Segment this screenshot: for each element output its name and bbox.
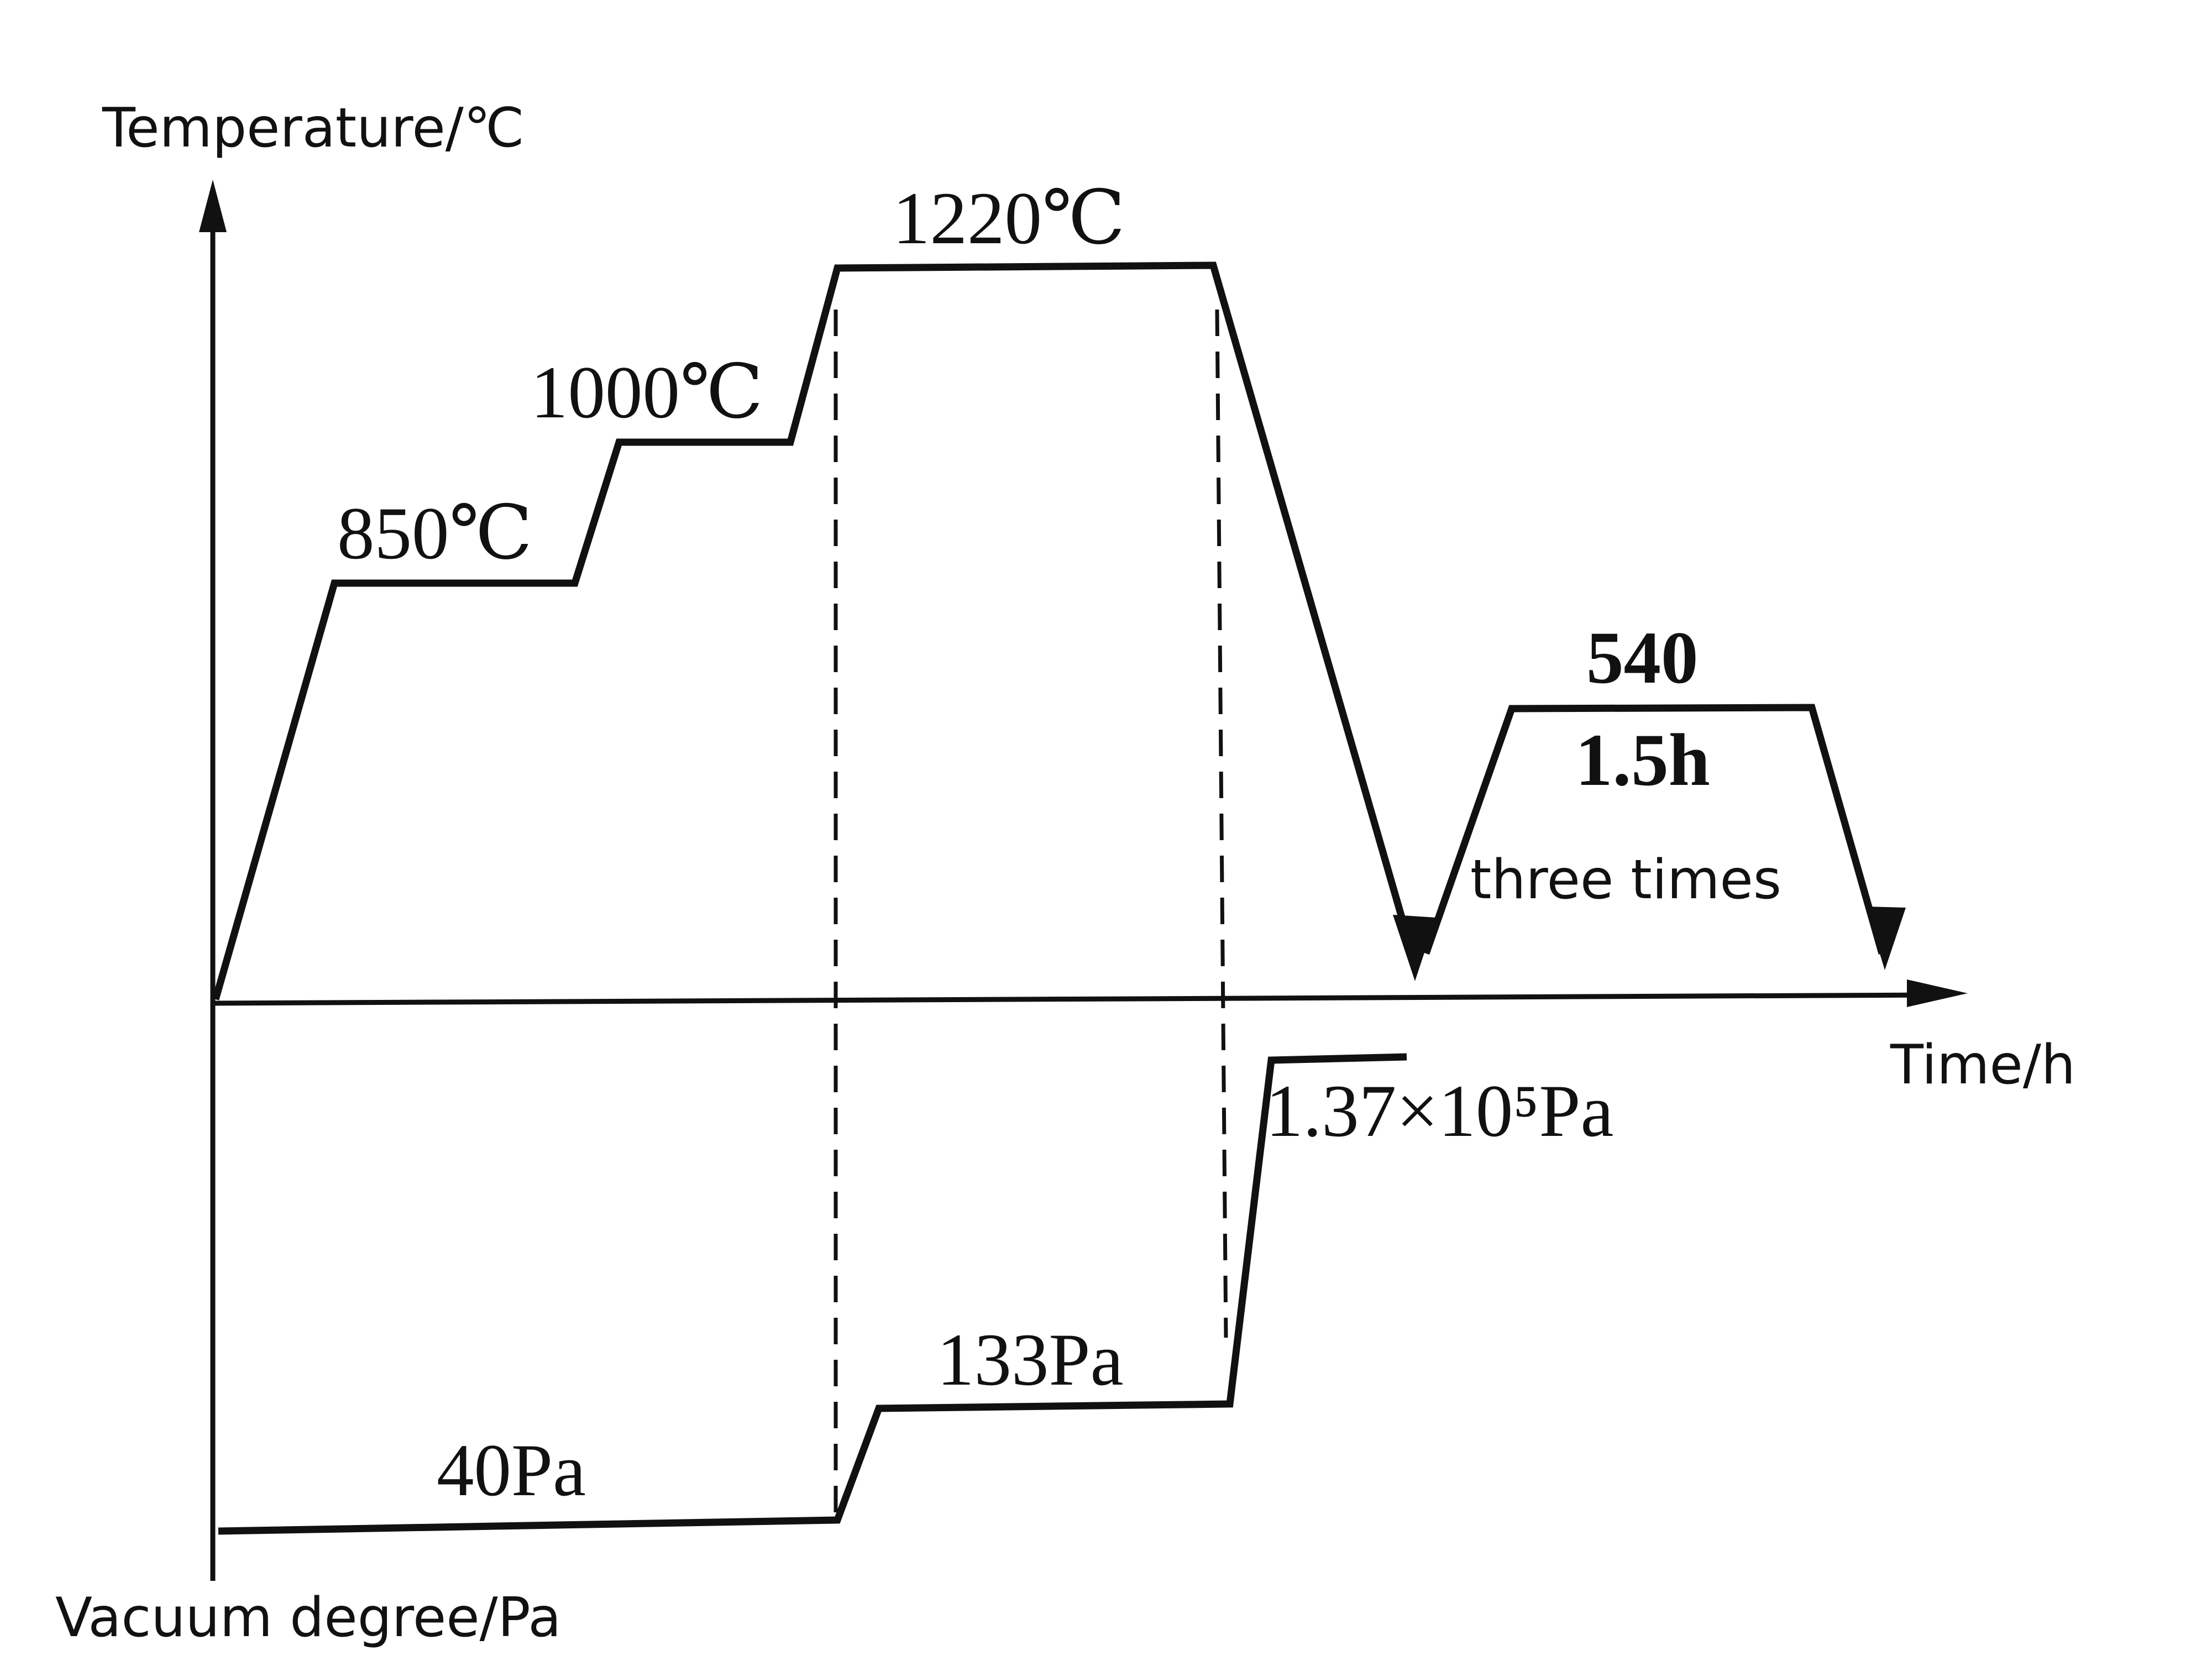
quench-start-guide	[1215, 309, 1228, 1338]
time-axis-arrow-icon	[1907, 979, 1968, 1007]
label-1000c: 1000℃	[531, 352, 763, 434]
time-axis-label: Time/h	[1890, 1034, 2075, 1097]
time-axis	[212, 992, 1935, 1006]
tempering-profile-line	[1422, 704, 1886, 955]
label-133pa: 133Pa	[937, 1319, 1124, 1401]
pressure-profile-line	[218, 1053, 1407, 1535]
tempering-arrow-icon	[1865, 907, 1906, 970]
label-40pa: 40Pa	[437, 1429, 586, 1512]
temperature-axis-arrow-icon	[199, 180, 227, 232]
label-137e5pa: 1.37×10⁵Pa	[1266, 1070, 1613, 1152]
label-tempering-hold: 1.5h	[1575, 719, 1710, 801]
axes	[199, 180, 1968, 1581]
temperature-curve	[212, 261, 1906, 1000]
cooling-arrow-icon	[1393, 915, 1436, 981]
label-850c: 850℃	[337, 492, 533, 575]
temperature-axis-label: Temperature/℃	[102, 97, 525, 160]
temperature-profile-line	[212, 261, 1416, 1000]
vacuum-axis-label: Vacuum degree/Pa	[55, 1586, 561, 1649]
label-tempering-temp: 540	[1586, 617, 1699, 699]
label-1220c: 1220℃	[893, 177, 1125, 260]
guide-lines	[834, 309, 1228, 1517]
pressure-curve	[218, 1053, 1407, 1535]
label-tempering-repeat: three times	[1470, 848, 1781, 911]
